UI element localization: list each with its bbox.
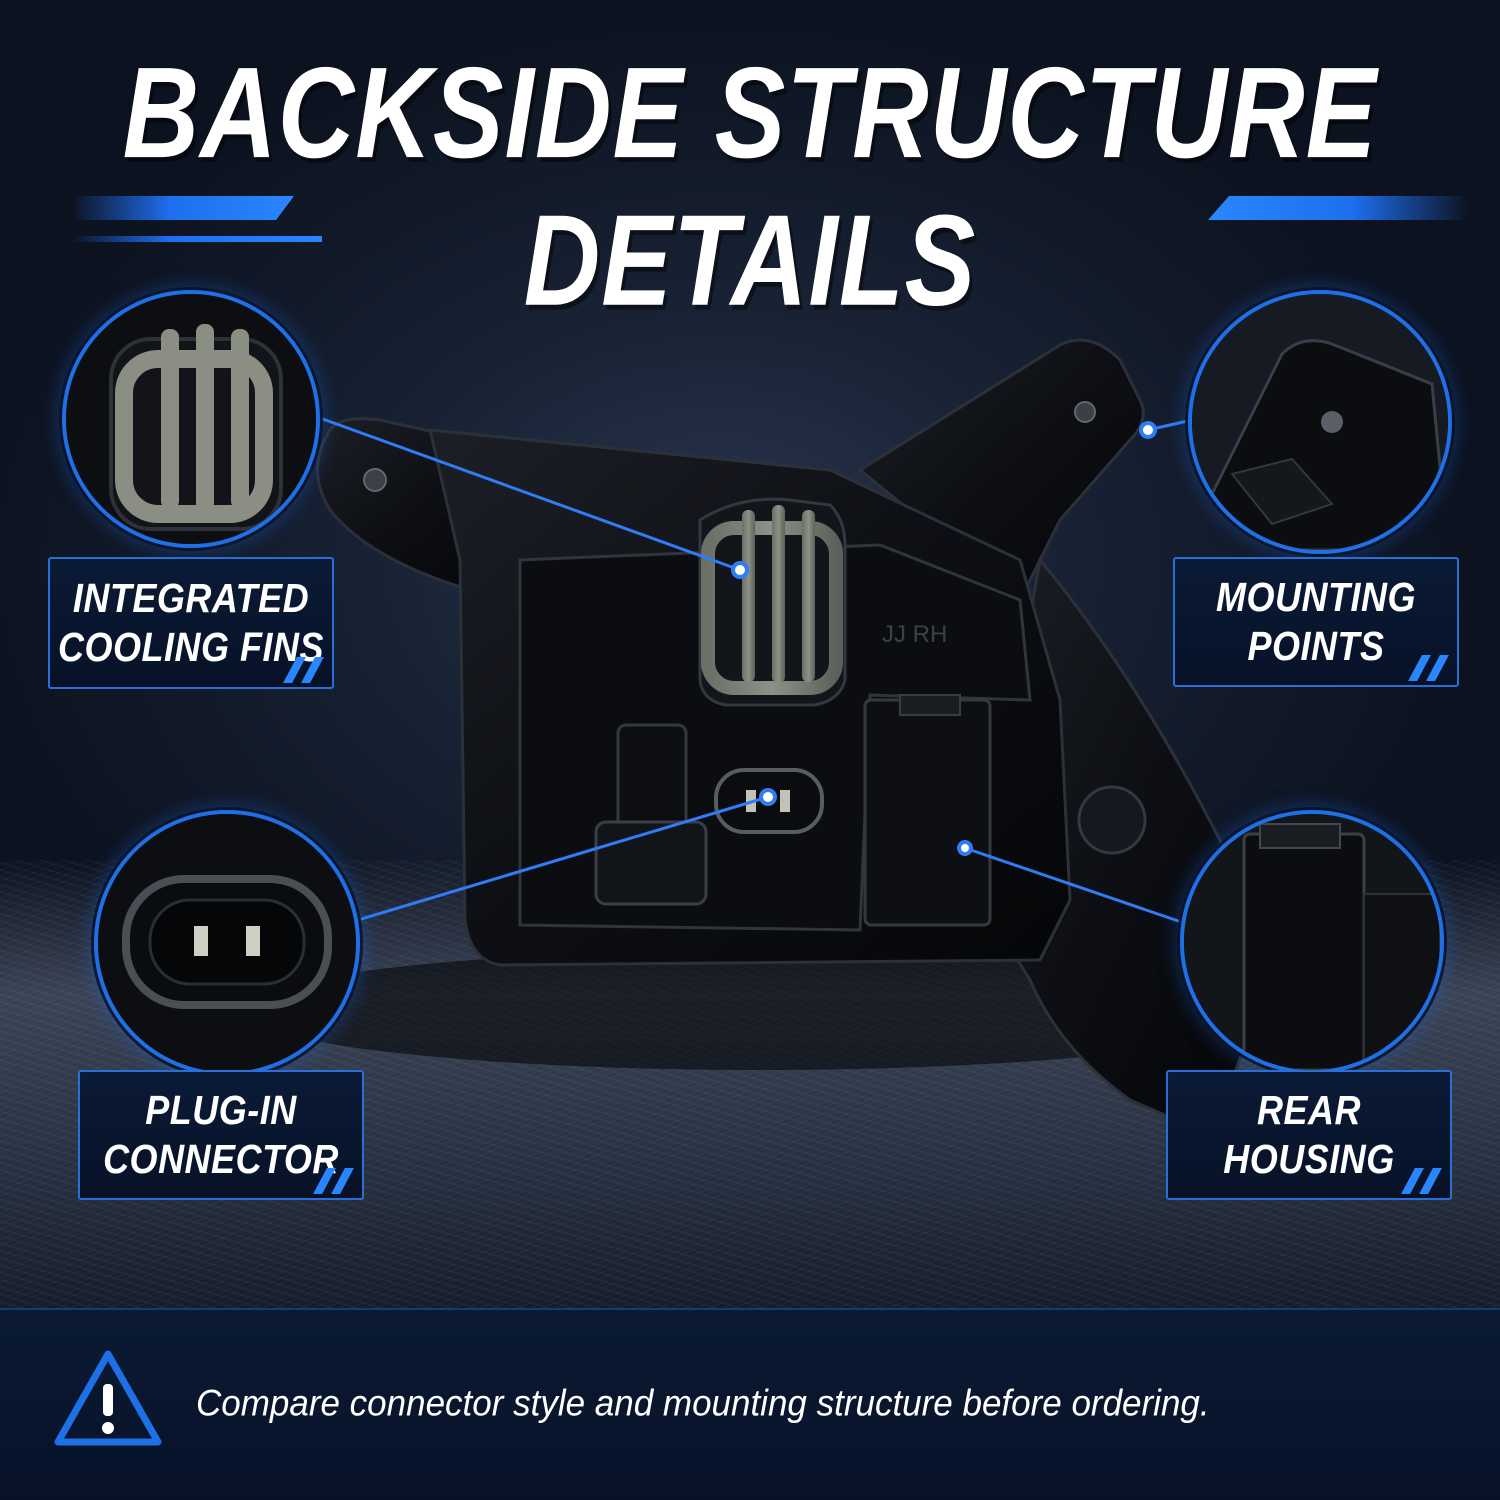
zoom-mounting-points xyxy=(1188,290,1452,554)
label-cooling-fins-text: INTEGRATED COOLING FINS xyxy=(58,574,324,671)
label-cooling-fins: INTEGRATED COOLING FINS xyxy=(48,557,334,689)
page-title: BACKSIDE STRUCTURE DETAILS xyxy=(122,41,1378,333)
label-rear-housing: REAR HOUSING xyxy=(1166,1070,1452,1200)
footer-bar xyxy=(0,1308,1500,1500)
label-plug-connector-text: PLUG-IN CONNECTOR xyxy=(103,1086,339,1183)
accent-stripe-left-thin xyxy=(70,236,322,242)
slash-decoration xyxy=(1401,1168,1444,1194)
warning-triangle-icon xyxy=(54,1350,162,1446)
slash-decoration xyxy=(1408,655,1451,681)
accent-stripe-left xyxy=(70,196,294,220)
slash-decoration xyxy=(313,1168,356,1194)
label-mounting-points-text: MOUNTING POINTS xyxy=(1216,573,1416,670)
label-plug-connector: PLUG-IN CONNECTOR xyxy=(78,1070,364,1200)
slash-decoration xyxy=(283,657,326,683)
housing-marking: JJ RH xyxy=(882,621,947,648)
label-rear-housing-text: REAR HOUSING xyxy=(1223,1086,1395,1183)
zoom-cooling-fins xyxy=(62,290,320,548)
accent-stripe-right xyxy=(1208,196,1470,220)
label-mounting-points: MOUNTING POINTS xyxy=(1173,557,1459,687)
zoom-plug-connector xyxy=(94,810,360,1076)
footer-note: Compare connector style and mounting str… xyxy=(196,1383,1210,1424)
zoom-rear-housing xyxy=(1180,810,1444,1074)
